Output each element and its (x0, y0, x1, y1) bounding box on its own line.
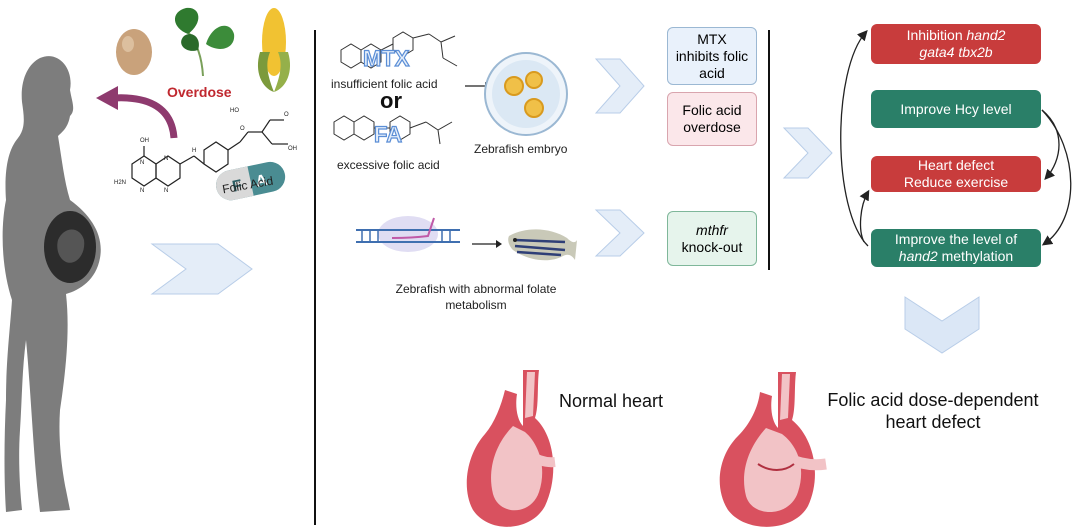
molecule-label: N (164, 188, 168, 194)
overdose-condition-box: Folic acid overdose (667, 92, 757, 146)
inhibition-line2: gata4 tbx2b (919, 44, 993, 60)
inhibition-box: Inhibition hand2 gata4 tbx2b (871, 24, 1041, 64)
normal-heart-label: Normal heart (559, 391, 664, 411)
chevron-right-icon (594, 209, 645, 257)
fish-caption-line1: Zebrafish with abnormal folate (395, 282, 557, 296)
mtx-caption: insufficient folic acid (331, 77, 438, 91)
mtx-condition-box: MTX inhibits folic acid (667, 27, 757, 85)
mtx-molecule: MTX (340, 31, 458, 72)
fa-caption: excessive folic acid (337, 158, 440, 172)
zebrafish-icon (508, 229, 577, 261)
molecule-label: O (284, 112, 289, 118)
cycle-arrows (840, 30, 1072, 247)
spinach-icon (174, 7, 235, 77)
fish-caption: Zebrafish with abnormal folate metabolis… (369, 281, 583, 313)
petri-dish-icon (484, 52, 568, 136)
chevron-right-icon (782, 127, 833, 179)
box-line: inhibits folic (675, 47, 749, 64)
methylation-line1: Improve the level of (894, 231, 1018, 247)
defect-line2: heart defect (885, 412, 981, 432)
box-line: Folic acid (682, 102, 742, 118)
pregnant-woman-silhouette (2, 56, 101, 513)
dna-icon (356, 216, 460, 252)
fa-molecule: FA (333, 115, 453, 148)
mthfr-condition-box: mthfr knock-out (667, 211, 757, 266)
defect-heart-label: Folic acid dose-dependent heart defect (818, 389, 1048, 433)
or-label: or (380, 88, 402, 113)
panel-divider (314, 30, 316, 525)
box-line: acid (699, 64, 725, 81)
molecule-label: N (140, 188, 144, 194)
methylation-line2: hand2 methylation (898, 248, 1014, 264)
corn-icon (257, 8, 291, 92)
defective-heart-icon (719, 372, 827, 527)
hcy-box: Improve Hcy level (871, 90, 1041, 128)
mtx-logo: MTX (363, 46, 410, 71)
pill-letter-a: A (254, 172, 269, 191)
overdose-label: Overdose (167, 84, 232, 100)
heart-defect-box: Heart defect Reduce exercise (871, 156, 1041, 192)
folic-acid-molecule: OH O HO O OH H2N N N N N H (114, 108, 297, 194)
methylation-box: Improve the level of hand2 methylation (871, 229, 1041, 267)
defect-line1: Folic acid dose-dependent (827, 390, 1039, 410)
molecule-label: OH (140, 138, 149, 144)
molecule-label: O (240, 126, 245, 132)
folic-acid-pill-icon: F A (216, 161, 286, 201)
molecule-label: OH (288, 146, 297, 152)
fish-caption-line2: metabolism (445, 298, 507, 312)
box-line: mthfr (696, 221, 728, 238)
curved-arrow-icon (96, 86, 178, 139)
box-line: knock-out (681, 238, 743, 255)
box-line: MTX (697, 30, 727, 47)
molecule-label: N (140, 160, 144, 166)
molecule-label: N (164, 156, 168, 162)
inhibition-line1: Inhibition hand2 (906, 27, 1006, 43)
pill-letter-f: F (231, 177, 244, 196)
fa-logo: FA (374, 122, 402, 147)
panel-divider (768, 30, 770, 270)
molecule-label: HO (230, 108, 239, 114)
normal-heart-icon (466, 370, 556, 527)
arrow-right-icon (472, 240, 502, 248)
petri-caption: Zebrafish embryo (474, 142, 568, 156)
hcy-text: Improve Hcy level (900, 100, 1012, 117)
egg-icon (116, 29, 152, 75)
molecule-label: H (192, 148, 196, 154)
box-line: overdose (683, 119, 741, 135)
heart-defect-line1: Heart defect (917, 157, 995, 173)
heart-defect-line2: Reduce exercise (903, 174, 1009, 190)
chevron-right-icon (150, 243, 253, 295)
chevron-down-icon (904, 296, 980, 354)
molecule-label: H2N (114, 180, 126, 186)
chevron-right-icon (594, 58, 645, 114)
